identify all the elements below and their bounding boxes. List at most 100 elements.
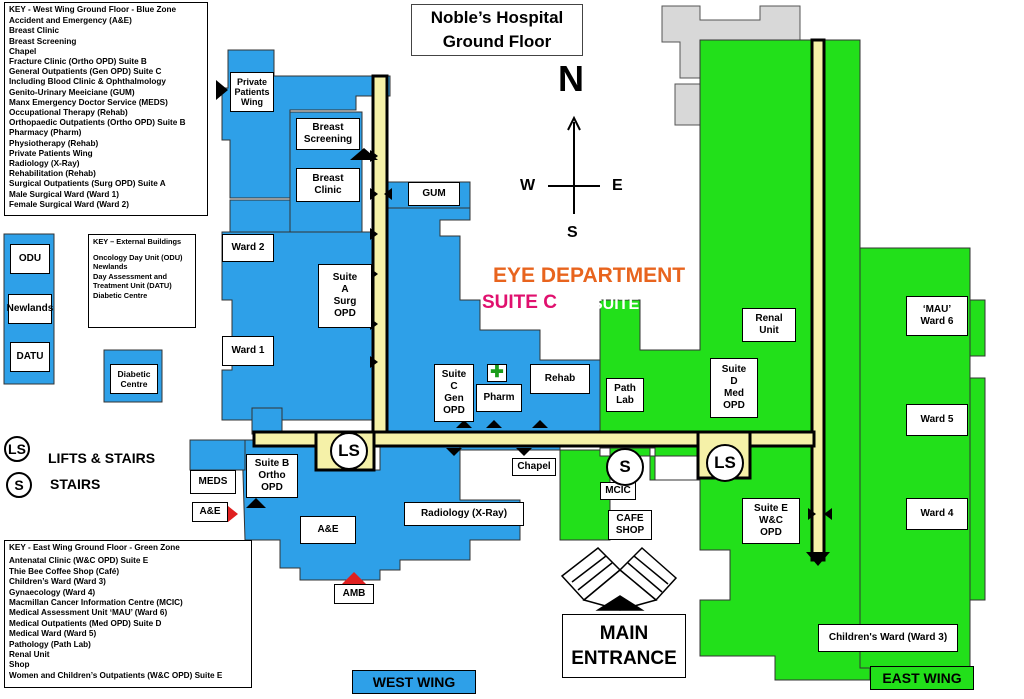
suite-e-wc-opd: Suite E W&C OPD xyxy=(742,498,800,544)
key-east-title: KEY - East Wing Ground Floor - Green Zon… xyxy=(9,543,180,552)
breast-clinic: Breast Clinic xyxy=(296,168,360,202)
mau-ward-6: ‘MAU’ Ward 6 xyxy=(906,296,968,336)
renal-unit: Renal Unit xyxy=(742,308,796,342)
lifts-stairs-east: LS xyxy=(706,444,744,482)
key-west-item: Chapel xyxy=(9,46,37,56)
key-west-title: KEY - West Wing Ground Floor - Blue Zone xyxy=(9,5,177,14)
legend-s-symbol: S xyxy=(6,472,32,498)
breast-screening: Breast Screening xyxy=(296,118,360,150)
suite-a-surg-opd: Suite A Surg OPD xyxy=(318,264,372,328)
stairs-centre: S xyxy=(606,448,644,486)
diabetic-centre: Diabetic Centre xyxy=(110,364,158,394)
map-title: Noble’s Hospital Ground Floor xyxy=(411,4,583,56)
path-lab: Path Lab xyxy=(606,378,644,412)
suite-d-med-opd: Suite D Med OPD xyxy=(710,358,758,418)
key-west-item: Female Surgical Ward (Ward 2) xyxy=(9,199,129,209)
ae-entrance-marker xyxy=(228,506,238,522)
ae-department: A&E xyxy=(300,516,356,544)
main-entrance-label: MAIN ENTRANCE xyxy=(562,614,686,678)
pharmacy: Pharm xyxy=(476,384,522,412)
legend-ls-label: LIFTS & STAIRS xyxy=(48,450,156,466)
key-ext-title: KEY – External Buildings xyxy=(93,237,182,246)
private-patients-wing: Private Patients Wing xyxy=(230,72,274,112)
key-west-item: Physiotherapy (Rehab) xyxy=(9,138,99,148)
key-east-item: Renal Unit xyxy=(9,650,50,660)
compass-west: W xyxy=(520,177,536,194)
amb-entrance-tag: AMB xyxy=(334,584,374,604)
title-line-1: Noble’s Hospital xyxy=(430,8,564,27)
legend-ls-symbol: LS xyxy=(4,436,30,462)
key-external-buildings: KEY – External Buildings Oncology Day Un… xyxy=(88,234,196,328)
door-markers xyxy=(216,80,832,520)
key-west-item: Surgical Outpatients (Surg OPD) Suite A xyxy=(9,179,166,189)
eye-suite-c-label: SUITE C xyxy=(482,292,557,313)
key-ext-item: Treatment Unit (DATU) xyxy=(93,281,172,291)
ae-entrance-tag: A&E xyxy=(192,502,228,522)
key-west-item: Orthopaedic Outpatients (Ortho OPD) Suit… xyxy=(9,118,186,128)
key-ext-item: Newlands xyxy=(93,262,128,272)
datu-building: DATU xyxy=(10,342,50,372)
west-wing-tag: WEST WING xyxy=(352,670,476,694)
key-west-item: Pharmacy (Pharm) xyxy=(9,128,82,138)
key-east-item: Thie Bee Coffee Shop (Café) xyxy=(9,566,120,576)
key-west-item: Fracture Clinic (Ortho OPD) Suite B xyxy=(9,57,147,67)
key-east-item: Gynaecology (Ward 4) xyxy=(9,587,96,597)
key-west-item: Male Surgical Ward (Ward 1) xyxy=(9,189,119,199)
key-west-item: Rehabilitation (Rehab) xyxy=(9,169,96,179)
west-wing-area xyxy=(189,49,601,581)
key-ext-item: Diabetic Centre xyxy=(93,290,148,300)
key-east-item: Medical Assessment Unit ‘MAU’ (Ward 6) xyxy=(9,608,168,618)
compass-south: S xyxy=(567,224,578,241)
key-west-item: Radiology (X-Ray) xyxy=(9,159,80,169)
compass-rose xyxy=(548,115,600,214)
key-east-item: Women and Children’s Outpatients (W&C OP… xyxy=(9,670,223,680)
title-line-2: Ground Floor xyxy=(442,32,552,51)
main-entrance-line-2: ENTRANCE xyxy=(571,648,677,669)
ward-1: Ward 1 xyxy=(222,336,274,366)
key-east-item: Antenatal Clinic (W&C OPD) Suite E xyxy=(9,556,149,566)
main-entrance-line-1: MAIN xyxy=(599,623,649,644)
key-west-item: Genito-Urinary Meeiciane (GUM) xyxy=(9,87,135,97)
key-east-item: Macmillan Cancer Information Centre (MCI… xyxy=(9,598,183,608)
key-west-item: General Outpatients (Gen OPD) Suite C xyxy=(9,67,162,77)
key-west-item: Breast Clinic xyxy=(9,26,60,36)
east-wing-tag: EAST WING xyxy=(870,666,974,690)
ward-5: Ward 5 xyxy=(906,404,968,436)
key-east-item: Children’s Ward (Ward 3) xyxy=(9,577,106,587)
amb-entrance-marker xyxy=(342,572,366,584)
radiology-x-ray: Radiology (X-Ray) xyxy=(404,502,524,526)
key-east-item: Medical Ward (Ward 5) xyxy=(9,629,97,639)
suite-c-gen-opd: Suite C Gen OPD xyxy=(434,364,474,422)
compass-east: E xyxy=(612,177,623,194)
key-east-wing: KEY - East Wing Ground Floor - Green Zon… xyxy=(4,540,252,688)
ward-4: Ward 4 xyxy=(906,498,968,530)
odu-building: ODU xyxy=(10,244,50,274)
key-west-wing: KEY - West Wing Ground Floor - Blue Zone… xyxy=(4,2,208,216)
chapel: Chapel xyxy=(512,458,556,476)
meds: MEDS xyxy=(190,470,236,494)
eye-suite-label: SUITE EYE xyxy=(592,296,676,313)
main-entrance-building xyxy=(560,546,678,611)
legend-s-label: STAIRS xyxy=(50,476,101,492)
key-west-item: Private Patients Wing xyxy=(9,148,93,158)
lifts-stairs-west: LS xyxy=(330,432,368,470)
key-east-item: Pathology (Path Lab) xyxy=(9,639,91,649)
key-west-item: Including Blood Clinic & Ophthalmology xyxy=(9,77,166,87)
eye-department-label: EYE DEPARTMENT xyxy=(493,264,686,287)
key-west-item: Accident and Emergency (A&E) xyxy=(9,16,132,26)
key-ext-item: Day Assessment and xyxy=(93,271,168,281)
key-east-item: Shop xyxy=(9,660,30,670)
first-aid-icon: ✚ xyxy=(487,364,507,382)
compass-north: N xyxy=(558,58,584,99)
key-west-item: Manx Emergency Doctor Service (MEDS) xyxy=(9,97,168,107)
newlands-building: Newlands xyxy=(7,294,53,324)
key-west-item: Occupational Therapy (Rehab) xyxy=(9,108,128,118)
ward-2: Ward 2 xyxy=(222,234,274,262)
suite-b-ortho-opd: Suite B Ortho OPD xyxy=(246,454,298,498)
key-east-item: Medical Outpatients (Med OPD) Suite D xyxy=(9,618,162,628)
key-west-item: Breast Screening xyxy=(9,36,77,46)
gum-clinic: GUM xyxy=(408,182,460,206)
key-ext-item: Oncology Day Unit (ODU) xyxy=(93,252,183,262)
arrow-marker xyxy=(806,552,830,566)
